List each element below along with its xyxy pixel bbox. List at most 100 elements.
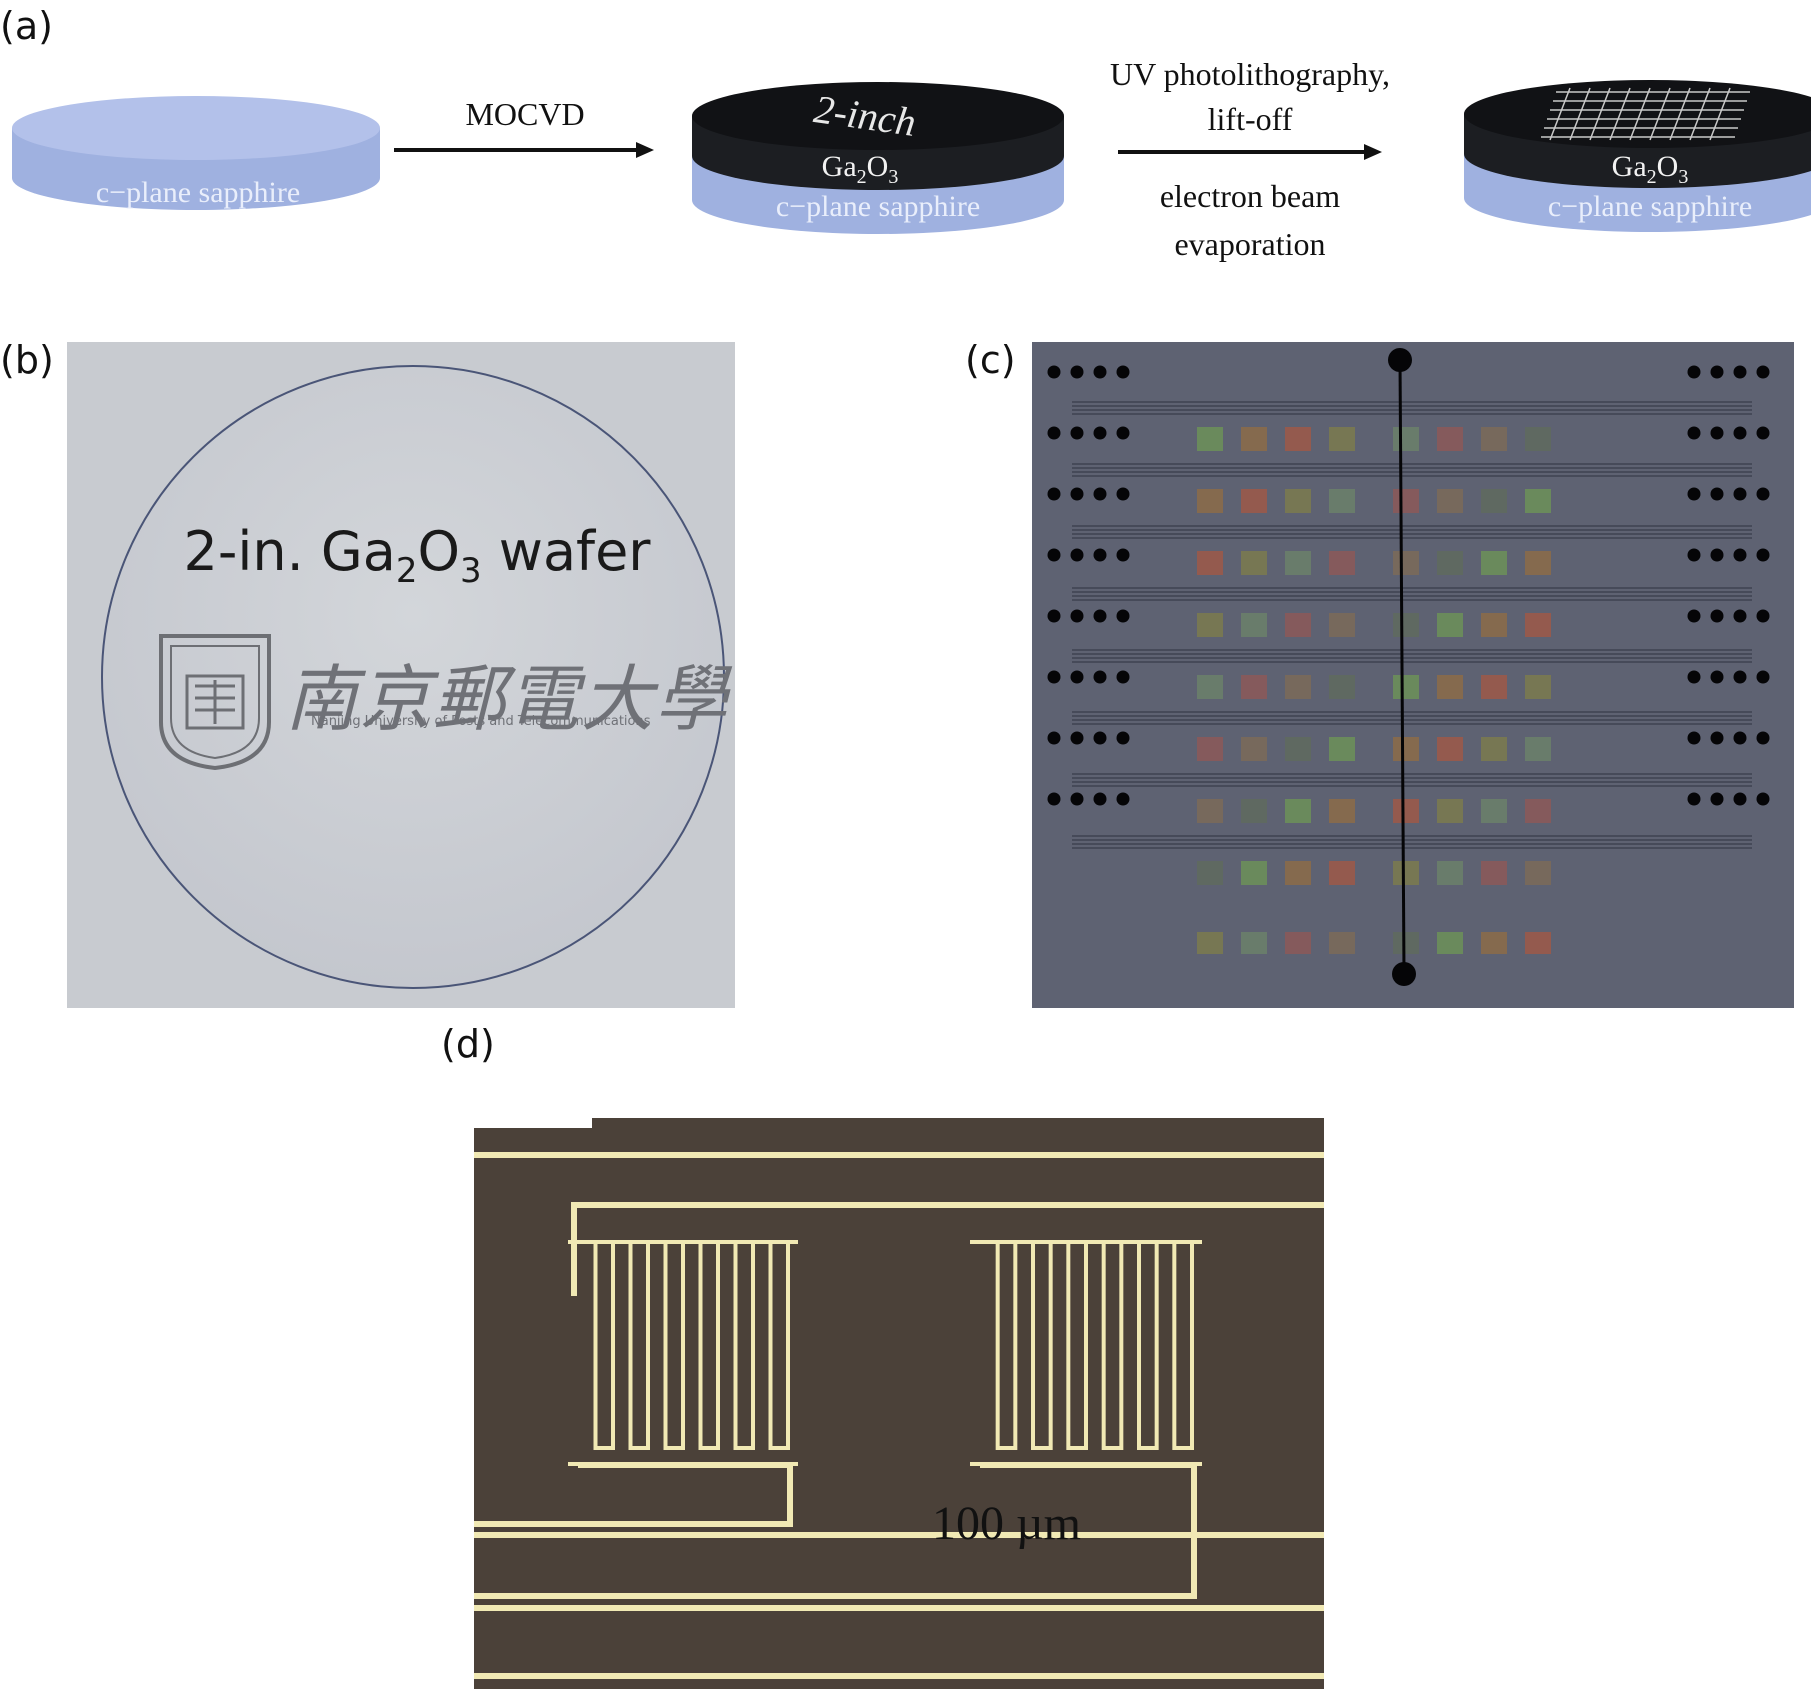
detector-pixel xyxy=(1329,613,1355,637)
contact-pad-right xyxy=(1687,792,1701,806)
finger-path xyxy=(980,1240,1194,1450)
contact-pad-left xyxy=(1070,731,1084,745)
detector-pixel xyxy=(1393,675,1419,699)
contact-pad-left xyxy=(1070,670,1084,684)
detector-pixel xyxy=(1329,427,1355,451)
detector-pixel xyxy=(1329,489,1355,513)
detector-pixel xyxy=(1285,737,1311,761)
contact-pad-left xyxy=(1047,670,1061,684)
wafer-outline xyxy=(101,365,725,989)
detector-pixel xyxy=(1525,613,1551,637)
panel-label-b: (b) xyxy=(0,338,54,382)
contact-pad-right xyxy=(1756,548,1770,562)
grid-line xyxy=(1709,87,1731,141)
micrograph: 100 µm xyxy=(474,1118,1324,1689)
detector-pixel xyxy=(1197,737,1223,761)
detector-pixel xyxy=(1197,799,1223,823)
logo-english: Nanjing University of Posts and Telecomm… xyxy=(311,714,651,729)
detector-pixel xyxy=(1481,489,1507,513)
grid-line xyxy=(1589,87,1611,141)
contact-pad-left xyxy=(1116,365,1130,379)
contact-pad-right xyxy=(1756,365,1770,379)
electrode-fingers-right xyxy=(970,1240,1202,1466)
detector-pixel xyxy=(1481,861,1507,885)
center-line xyxy=(1398,359,1406,973)
grid-line xyxy=(1689,87,1711,141)
contact-pad-left xyxy=(1070,365,1084,379)
contact-pad-left xyxy=(1116,487,1130,501)
contact-pad-right xyxy=(1687,426,1701,440)
step2-line3: electron beam xyxy=(1159,178,1341,214)
step2-line4: evaporation xyxy=(1174,226,1326,262)
detector-pixel xyxy=(1285,932,1311,954)
contact-pad-left xyxy=(1047,365,1061,379)
detector-pixel xyxy=(1241,737,1267,761)
contact-pad-right xyxy=(1756,487,1770,501)
array-photo xyxy=(1032,342,1794,1008)
interdigitated-electrodes xyxy=(474,1118,1324,1679)
detector-pixel xyxy=(1525,427,1551,451)
contact-pad-left xyxy=(1093,609,1107,623)
detector-pixel xyxy=(1241,427,1267,451)
substrate-label-2: c−plane sapphire xyxy=(775,190,981,223)
grid-line xyxy=(1549,87,1571,141)
contact-pad-right xyxy=(1687,731,1701,745)
center-dot-top xyxy=(1388,348,1412,372)
contact-pad-right xyxy=(1733,548,1747,562)
detector-pixel xyxy=(1285,675,1311,699)
detector-pixel xyxy=(1197,489,1223,513)
detector-pixel xyxy=(1481,427,1507,451)
layer-label-1: Ga2O3 xyxy=(821,150,899,188)
contact-pad-right xyxy=(1710,792,1724,806)
photodetector-array xyxy=(1047,348,1770,986)
contact-pad-left xyxy=(1093,365,1107,379)
contact-pad-right xyxy=(1756,609,1770,623)
detector-pixel xyxy=(1393,489,1419,513)
contact-pad-right xyxy=(1710,487,1724,501)
contact-pad-left xyxy=(1116,426,1130,440)
electrode-grid-pattern xyxy=(1541,87,1750,141)
sapphire-disk xyxy=(12,96,380,210)
contact-pad-right xyxy=(1733,731,1747,745)
detector-pixel xyxy=(1525,799,1551,823)
contact-pad-left xyxy=(1070,609,1084,623)
patterned-wafer-disk xyxy=(1464,80,1811,232)
contact-pad-right xyxy=(1687,548,1701,562)
detector-pixel xyxy=(1437,613,1463,637)
contact-pad-right xyxy=(1710,670,1724,684)
detector-pixel xyxy=(1197,551,1223,575)
finger-path xyxy=(578,1240,790,1450)
detector-pixel xyxy=(1437,489,1463,513)
contact-pad-right xyxy=(1710,548,1724,562)
detector-pixel xyxy=(1329,932,1355,954)
detector-pixel xyxy=(1481,613,1507,637)
detector-pixel xyxy=(1285,551,1311,575)
substrate-label-1: c−plane sapphire xyxy=(95,176,301,209)
contact-pad-left xyxy=(1116,670,1130,684)
scale-label: 100 µm xyxy=(932,1497,1081,1550)
detector-pixel xyxy=(1437,427,1463,451)
contact-pad-right xyxy=(1687,670,1701,684)
contact-pad-right xyxy=(1687,365,1701,379)
contact-pad-right xyxy=(1756,792,1770,806)
contact-pad-right xyxy=(1710,365,1724,379)
detector-pixel xyxy=(1393,932,1419,954)
contact-pad-left xyxy=(1070,426,1084,440)
contact-pad-right xyxy=(1687,487,1701,501)
detector-pixel xyxy=(1329,675,1355,699)
detector-pixel xyxy=(1241,489,1267,513)
electrode-fingers-left xyxy=(568,1240,798,1466)
detector-pixel xyxy=(1481,551,1507,575)
grid-line xyxy=(1629,87,1651,141)
contact-pad-right xyxy=(1733,670,1747,684)
grid-line xyxy=(1609,87,1631,141)
contact-pad-right xyxy=(1710,426,1724,440)
detector-pixel xyxy=(1241,551,1267,575)
detector-pixel xyxy=(1393,551,1419,575)
contact-pad-right xyxy=(1733,426,1747,440)
contact-pad-left xyxy=(1093,426,1107,440)
detector-pixel xyxy=(1481,737,1507,761)
contact-pad-right xyxy=(1733,487,1747,501)
contact-pad-left xyxy=(1116,731,1130,745)
detector-pixel xyxy=(1329,551,1355,575)
